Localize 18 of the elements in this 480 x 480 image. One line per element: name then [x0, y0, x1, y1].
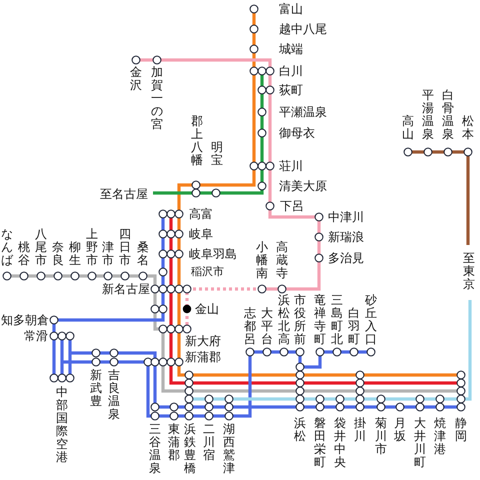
station-name: 掛川: [353, 417, 367, 443]
station-name: 浜松: [293, 417, 307, 443]
station-name: 東蒲郡: [167, 423, 181, 462]
station-name: 静岡: [454, 417, 468, 443]
station-name: 桃谷: [17, 241, 31, 267]
station-name: 月坂: [393, 417, 407, 443]
station-name: 湖西鷲津: [222, 423, 236, 475]
station-name: 二川宿: [202, 423, 216, 462]
station-name: 袋井中央: [333, 417, 347, 469]
station-name: 八尾市: [34, 228, 48, 267]
station-name: 大井川町: [413, 417, 427, 469]
station-name: 浜鉄豊橋: [183, 423, 197, 475]
station-name: 磐田栄町: [313, 417, 327, 469]
station-name: 三谷温泉: [148, 423, 162, 475]
station-name: 焼津港: [433, 417, 447, 456]
destination-label: 至東京: [462, 252, 476, 291]
station-name: 菊川市: [374, 417, 388, 456]
station-name: なんば: [0, 228, 14, 267]
